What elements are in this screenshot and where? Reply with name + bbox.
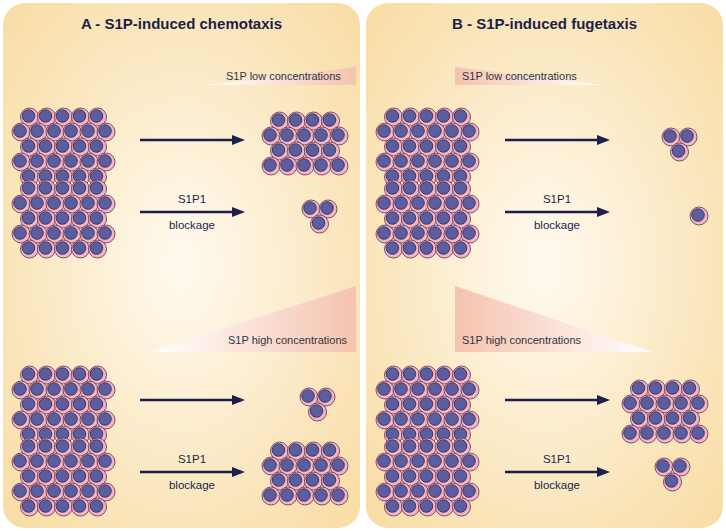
arrow-label: S1P1 blockage: [162, 186, 222, 238]
gradient-label: S1P low concentrations: [226, 70, 341, 82]
cell-cluster: [376, 438, 479, 516]
cell-cluster: [302, 200, 337, 233]
panel-title: B - S1P-induced fugetaxis: [366, 15, 723, 32]
cell-cluster: [12, 180, 115, 258]
gradient-label: S1P high concentrations: [462, 334, 581, 346]
cell-cluster: [622, 380, 708, 443]
cell-cluster: [376, 108, 479, 186]
arrow: [140, 467, 245, 477]
gradient-wedge: [150, 286, 356, 352]
panel-ground: [3, 3, 360, 528]
arrow: [140, 135, 245, 145]
cell-cluster: [376, 366, 479, 444]
cell-cluster: [12, 438, 115, 516]
cell-cluster: [262, 442, 348, 505]
arrow-label: S1P1 blockage: [162, 446, 222, 498]
gradient-wedge: [205, 67, 356, 85]
panel-title: A - S1P-induced chemotaxis: [3, 15, 360, 32]
panel-ground: [366, 3, 723, 528]
arrow-label: S1P1 blockage: [527, 186, 587, 238]
cell-cluster: [12, 108, 115, 186]
arrow-label: S1P1 blockage: [527, 446, 587, 498]
arrow: [505, 135, 610, 145]
arrow: [140, 207, 245, 217]
cell-cluster: [690, 207, 708, 225]
arrow: [505, 467, 610, 477]
arrow: [505, 395, 610, 405]
arrow: [140, 395, 245, 405]
cell-cluster: [262, 112, 348, 175]
cell-cluster: [655, 458, 690, 491]
gradient-label: S1P low concentrations: [462, 70, 577, 82]
cell-cluster: [662, 128, 697, 161]
cell-cluster: [376, 180, 479, 258]
gradient-wedge: [455, 286, 652, 352]
cell-cluster: [300, 388, 335, 421]
gradient-label: S1P high concentrations: [228, 334, 347, 346]
arrow: [505, 207, 610, 217]
cell-cluster: [12, 366, 115, 444]
gradient-wedge: [455, 67, 602, 85]
